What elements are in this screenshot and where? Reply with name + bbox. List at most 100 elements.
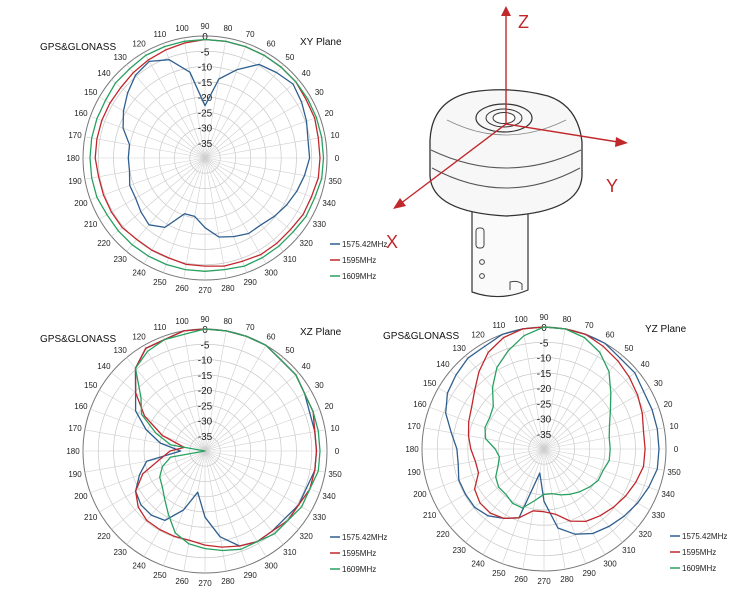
angle-tick-label: 30 bbox=[315, 88, 324, 97]
angle-tick-label: 180 bbox=[66, 154, 80, 163]
grid-spoke bbox=[204, 64, 284, 159]
radial-tick-label: -5 bbox=[201, 340, 210, 351]
grid-spoke bbox=[204, 157, 227, 279]
radial-tick-label: -10 bbox=[198, 356, 213, 367]
legend-entry: 1609MHz bbox=[342, 272, 376, 281]
radial-tick-label: -30 bbox=[198, 417, 213, 428]
angle-tick-label: 90 bbox=[201, 315, 210, 324]
angle-tick-label: 10 bbox=[331, 131, 340, 140]
polar-chart-xy: 0102030405060708090100110120130140150160… bbox=[40, 22, 387, 295]
grid-spoke bbox=[204, 115, 320, 159]
grid-spoke bbox=[204, 157, 311, 220]
angle-tick-label: 280 bbox=[221, 284, 235, 293]
legend-entry: 1609MHz bbox=[682, 564, 716, 573]
grid-spoke bbox=[543, 328, 566, 450]
stem-slot bbox=[475, 227, 485, 249]
angle-tick-label: 30 bbox=[654, 379, 663, 388]
grid-spoke bbox=[465, 448, 545, 543]
angle-tick-label: 110 bbox=[153, 323, 166, 332]
grid-spoke bbox=[111, 372, 206, 452]
series-line-1595MHz bbox=[467, 326, 646, 523]
angle-tick-label: 280 bbox=[560, 575, 574, 584]
series-line-1609MHz bbox=[89, 38, 325, 272]
grid-spoke bbox=[543, 334, 587, 450]
grid-spoke bbox=[126, 357, 206, 452]
grid-spoke bbox=[183, 330, 206, 452]
radial-tick-label: 0 bbox=[202, 325, 208, 336]
grid-spoke bbox=[423, 427, 545, 450]
angle-tick-label: 150 bbox=[423, 379, 437, 388]
angle-tick-label: 150 bbox=[84, 381, 98, 390]
legend-entry: 1575.42MHz bbox=[682, 532, 727, 541]
legend-entry: 1609MHz bbox=[342, 565, 376, 574]
angle-tick-label: 120 bbox=[132, 40, 146, 49]
grid-spoke bbox=[183, 37, 206, 159]
angle-tick-label: 350 bbox=[328, 177, 342, 186]
grid-spoke bbox=[204, 157, 299, 237]
angle-tick-label: 210 bbox=[423, 511, 437, 520]
grid-spoke bbox=[162, 43, 206, 159]
angle-tick-label: 90 bbox=[201, 22, 210, 31]
antenna-3d-illustration: Z Y X bbox=[386, 6, 628, 298]
angle-tick-label: 150 bbox=[84, 88, 98, 97]
grid-spoke bbox=[204, 345, 267, 452]
angle-tick-label: 40 bbox=[302, 362, 311, 371]
grid-spoke bbox=[143, 157, 206, 264]
angle-tick-label: 80 bbox=[562, 315, 571, 324]
plane-label: XY Plane bbox=[300, 37, 342, 48]
grid-spoke bbox=[204, 157, 267, 264]
radial-tick-label: -25 bbox=[198, 108, 213, 119]
grid-spoke bbox=[90, 450, 206, 494]
grid-spoke bbox=[204, 136, 326, 159]
angle-tick-label: 20 bbox=[664, 400, 673, 409]
series-line-1575.42MHz bbox=[122, 59, 311, 238]
grid-spoke bbox=[204, 450, 284, 545]
radial-tick-label: -5 bbox=[201, 47, 210, 58]
radial-tick-label: -30 bbox=[537, 415, 552, 426]
radial-tick-label: -15 bbox=[198, 78, 213, 89]
y-axis-line bbox=[505, 123, 619, 143]
grid-spoke bbox=[501, 334, 545, 450]
radial-tick-label: -20 bbox=[198, 386, 213, 397]
grid-spoke bbox=[204, 43, 248, 159]
angle-tick-label: 270 bbox=[198, 579, 212, 588]
grid-spoke bbox=[438, 387, 545, 450]
angle-tick-label: 0 bbox=[335, 154, 340, 163]
angle-tick-label: 210 bbox=[84, 513, 98, 522]
angle-tick-label: 130 bbox=[452, 344, 466, 353]
angle-tick-label: 30 bbox=[315, 381, 324, 390]
angle-tick-label: 130 bbox=[113, 53, 127, 62]
angle-tick-label: 200 bbox=[74, 199, 88, 208]
grid-spoke bbox=[204, 336, 248, 452]
grid-spoke bbox=[183, 157, 206, 279]
grid-spoke bbox=[543, 448, 587, 564]
angle-tick-label: 10 bbox=[670, 422, 679, 431]
dome-ridge-1 bbox=[430, 149, 582, 169]
grid-spoke bbox=[543, 448, 659, 492]
angle-tick-label: 170 bbox=[68, 131, 82, 140]
radial-tick-label: -30 bbox=[198, 124, 213, 135]
angle-tick-label: 160 bbox=[413, 400, 427, 409]
angle-tick-label: 0 bbox=[674, 445, 679, 454]
angle-tick-label: 220 bbox=[436, 530, 450, 539]
legend-entry: 1575.42MHz bbox=[342, 533, 387, 542]
stem-hole-2 bbox=[479, 273, 485, 279]
angle-tick-label: 190 bbox=[68, 470, 82, 479]
radial-tick-label: -35 bbox=[198, 432, 213, 443]
grid-spoke bbox=[204, 96, 311, 159]
angle-tick-label: 140 bbox=[97, 362, 111, 371]
angle-tick-label: 50 bbox=[624, 344, 633, 353]
legend-entry: 1595MHz bbox=[342, 256, 376, 265]
antenna-dome bbox=[429, 89, 583, 217]
angle-tick-label: 50 bbox=[285, 53, 294, 62]
radial-tick-label: 0 bbox=[202, 32, 208, 43]
angle-tick-label: 350 bbox=[328, 470, 342, 479]
grid-spoke bbox=[482, 448, 545, 555]
chart-title: GPS&GLONASS bbox=[40, 42, 116, 53]
grid-spoke bbox=[204, 408, 320, 452]
radial-tick-label: 0 bbox=[541, 323, 547, 334]
angle-tick-label: 330 bbox=[313, 513, 327, 522]
z-axis-arrowhead bbox=[501, 6, 511, 16]
grid-spoke bbox=[204, 52, 267, 159]
grid-spoke bbox=[204, 157, 284, 252]
